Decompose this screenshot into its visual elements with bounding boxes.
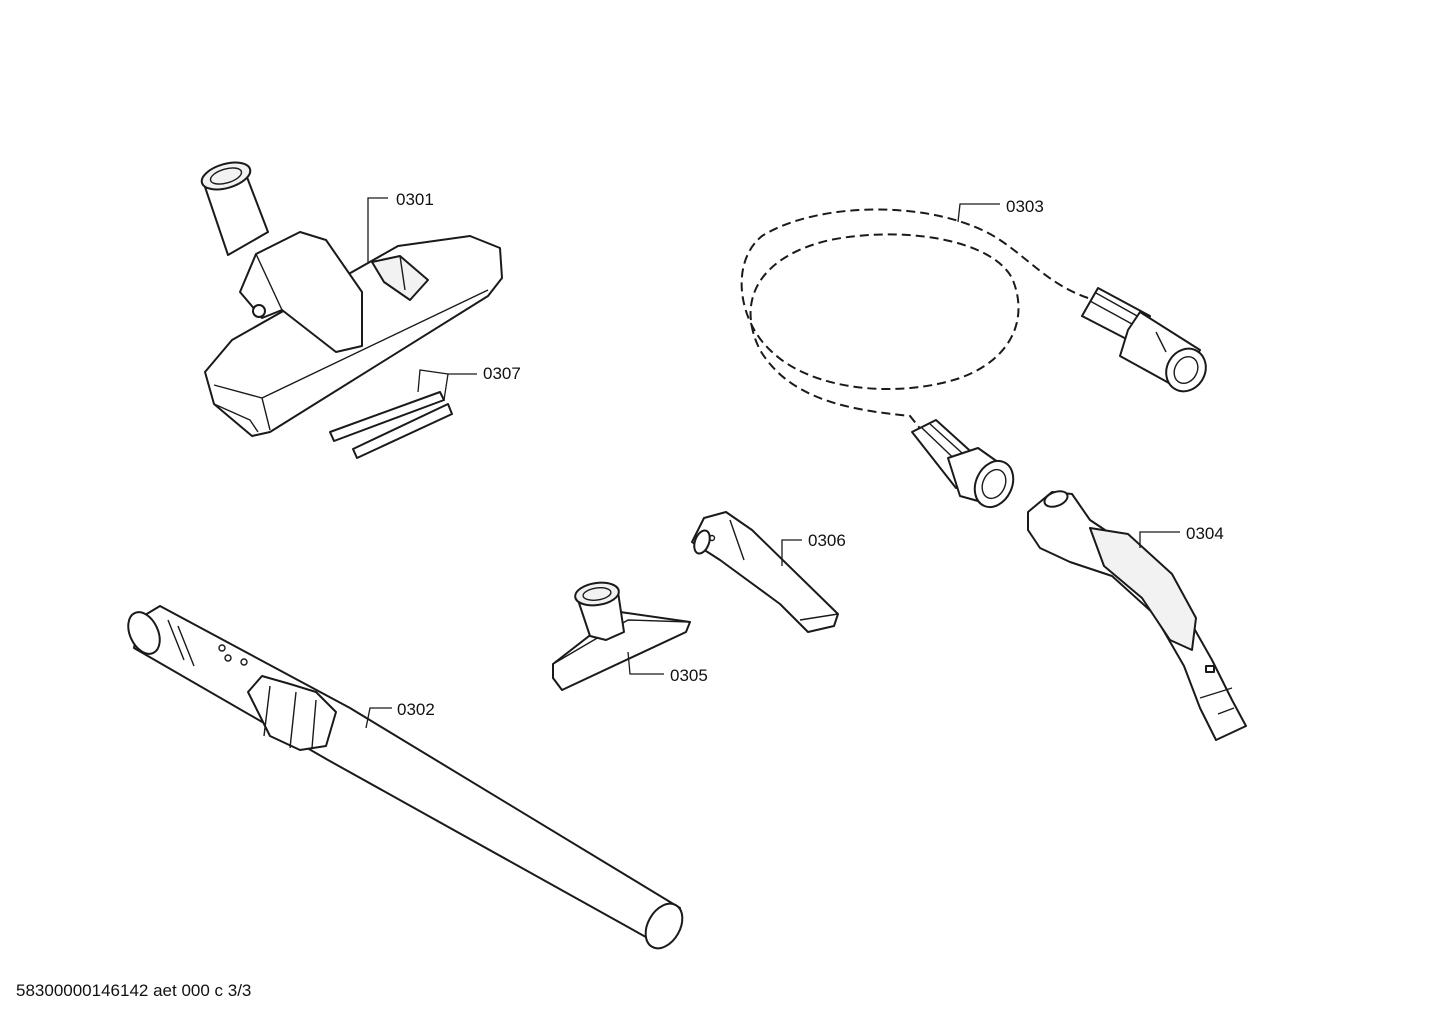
crevice-nozzle-0306 — [691, 511, 839, 633]
part-labels: 0301 0302 0303 0304 0305 0306 0307 — [396, 190, 1224, 719]
part-label-0306: 0306 — [808, 531, 846, 550]
part-label-0304: 0304 — [1186, 524, 1224, 543]
leader-0305 — [627, 651, 664, 675]
part-label-0301: 0301 — [396, 190, 434, 209]
brush-strips-0307 — [329, 391, 453, 459]
upholstery-nozzle-0305 — [552, 581, 691, 691]
leader-0301 — [367, 197, 388, 262]
part-label-0305: 0305 — [670, 666, 708, 685]
leader-0306 — [781, 539, 802, 566]
document-id-footer: 58300000146142 aet 000 c 3/3 — [16, 981, 252, 1000]
leader-0307b — [417, 369, 449, 393]
handle-0304 — [1027, 490, 1247, 741]
leader-0304 — [1139, 531, 1180, 548]
part-label-0303: 0303 — [1006, 197, 1044, 216]
part-label-0302: 0302 — [397, 700, 435, 719]
hose-0303 — [740, 208, 1207, 509]
leader-0302 — [365, 707, 392, 729]
leader-lines — [365, 197, 1180, 729]
floor-nozzle-0301 — [200, 161, 503, 437]
leader-0303 — [957, 203, 1000, 223]
leader-0307 — [443, 373, 477, 401]
telescopic-tube-0302 — [127, 605, 684, 950]
part-label-0307: 0307 — [483, 364, 521, 383]
